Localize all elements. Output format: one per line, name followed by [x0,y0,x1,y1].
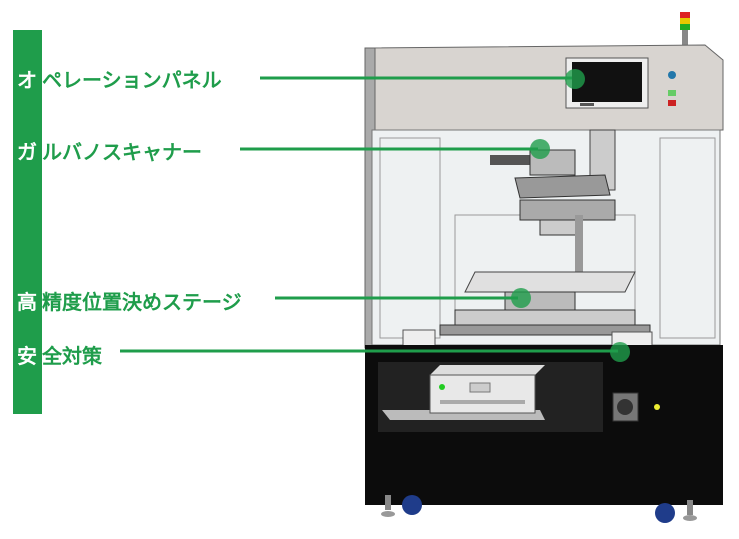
label-accent-bar [13,30,42,414]
casters [381,495,697,523]
signal-tower [680,12,690,45]
label-galvano-scanner: ガルバノスキャナー [17,136,202,165]
callout-dot [511,288,531,308]
label-safety: 安全対策 [17,340,102,369]
callout-dot [530,139,550,159]
label-precision-stage: 高精度位置決めステージ [17,286,242,315]
label-text: 全対策 [42,344,102,368]
label-text: ルバノスキャナー [42,140,202,164]
label-initial: オ [17,68,37,92]
callout-dot [565,69,585,89]
callout-lines [120,76,618,353]
label-initial: 高 [17,290,37,314]
label-text: ペレーションパネル [42,68,222,92]
upper-housing [364,44,724,131]
label-operation-panel: オペレーションパネル [17,64,222,93]
label-text: 精度位置決めステージ [42,290,242,314]
label-initial: 安 [17,344,37,368]
controller-box [429,365,545,414]
label-initial: ガ [17,140,37,164]
callout-dot [610,342,630,362]
